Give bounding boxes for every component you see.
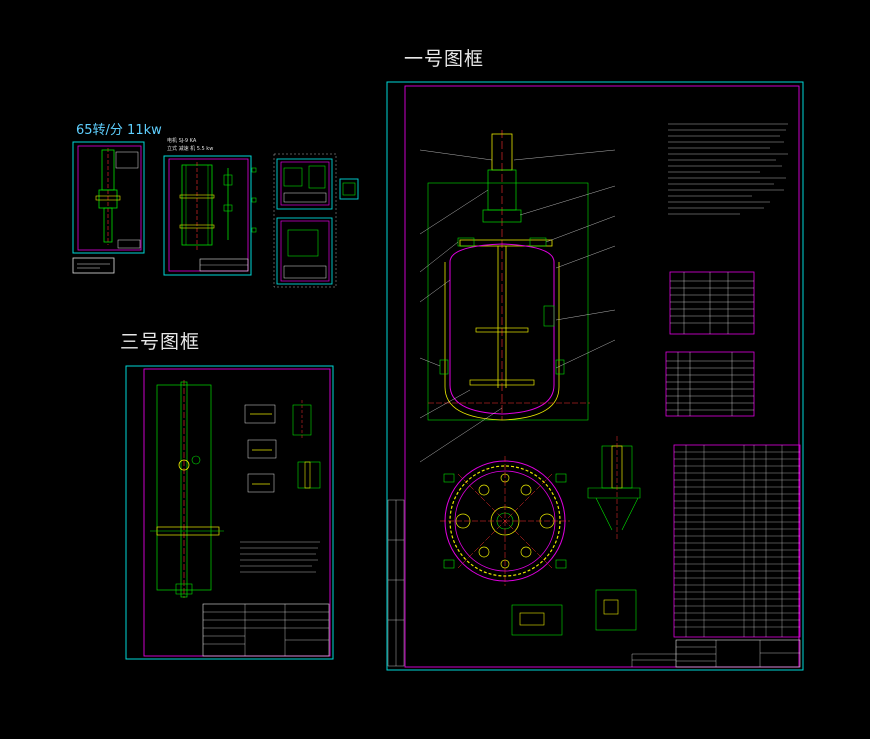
- svg-text:电机 SJ-9 KA: 电机 SJ-9 KA: [167, 137, 197, 144]
- svg-text:立式 减速 机 5.5 kw: 立式 减速 机 5.5 kw: [167, 145, 213, 152]
- small-sheet-2: 电机 SJ-9 KA 立式 减速 机 5.5 kw: [163, 137, 252, 276]
- speed-power-label: 65转/分 11kw: [76, 123, 162, 138]
- frame1-title: 一号图框: [404, 48, 485, 70]
- frame3-title: 三号图框: [120, 331, 201, 353]
- frame3-drawing: [125, 365, 334, 660]
- small-sheet-3: [251, 153, 359, 288]
- small-sheet-1: [72, 141, 145, 274]
- frame1-drawing: [386, 81, 804, 671]
